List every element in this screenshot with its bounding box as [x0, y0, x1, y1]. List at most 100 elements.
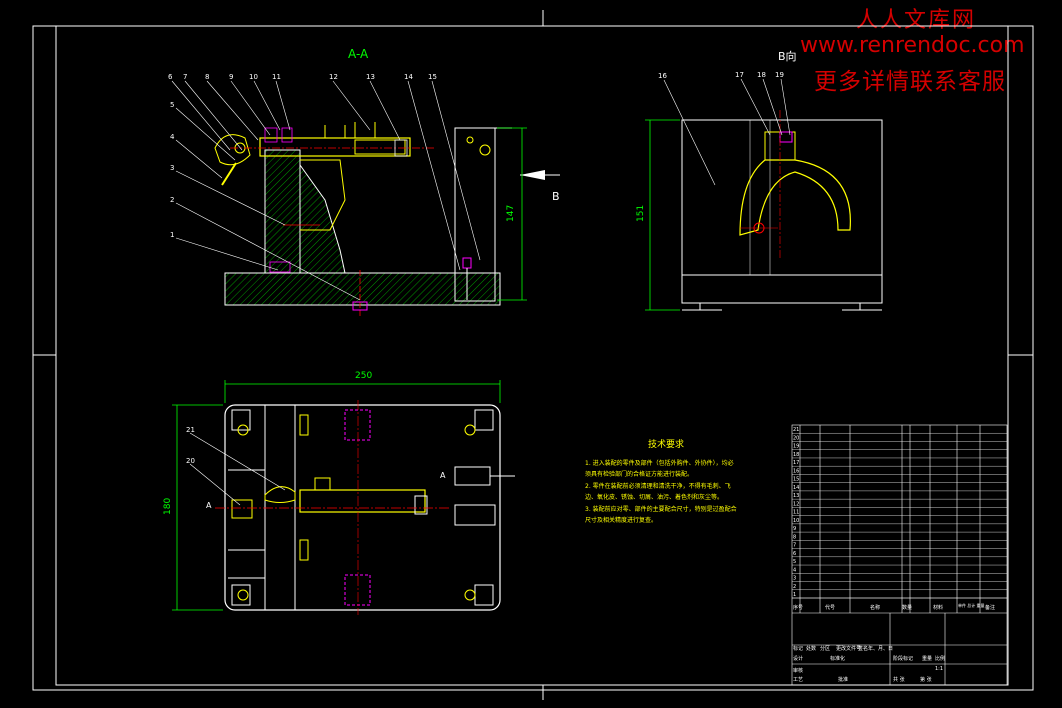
- dim-top-height-text: 147: [506, 205, 516, 222]
- balloon-1: 1: [170, 231, 174, 239]
- sheet-frame: [32, 10, 1034, 700]
- tb-approve: 批准: [838, 676, 848, 683]
- dim-right-height-text: 151: [636, 205, 646, 222]
- tb-mark: 标记: [793, 645, 803, 652]
- front-section-view: [214, 122, 560, 318]
- balloon-4: 4: [170, 133, 175, 141]
- notes-line-3: 2. 零件在装配前必须清理和清洗干净，不得有毛刺、飞: [585, 482, 731, 490]
- parts-list-header: 序号 代号 名称 数量 材料 单件 总计 重量 备注: [793, 602, 995, 611]
- notes-line-4: 边、氧化皮、锈蚀、切屑、油污、着色剂和灰尘等。: [585, 493, 723, 501]
- notes-title: 技术要求: [648, 438, 684, 450]
- balloon-12: 12: [329, 73, 338, 81]
- balloon-3: 3: [170, 164, 174, 172]
- notes-line-1: 1. 进入装配的零件及部件（包括外购件、外协件），均必: [585, 459, 734, 467]
- parts-list-row-number: 9: [793, 526, 796, 532]
- tb-sign: 签名: [858, 645, 868, 652]
- front-balloon-numbers: 6 7 8 9 10 11 12 13 14 15 5 4 3 2 1: [168, 73, 437, 239]
- dim-plan-width-text: 250: [355, 371, 372, 381]
- balloon-20: 20: [186, 457, 195, 465]
- tb-scale: 1:1: [935, 666, 943, 672]
- tb-ratio: 比例: [935, 655, 945, 662]
- side-view-label: B向: [778, 49, 797, 63]
- dim-right-height: [645, 119, 680, 311]
- parts-list-row-number: 12: [793, 501, 799, 507]
- hdr-remark: 备注: [985, 604, 995, 611]
- parts-list-row-number: 19: [793, 444, 799, 450]
- tb-standard: 标准化: [830, 655, 845, 662]
- parts-list-row-number: 4: [793, 567, 796, 573]
- balloon-9: 9: [229, 73, 233, 81]
- parts-list-row-number: 7: [793, 543, 796, 549]
- parts-list-row-number: 1: [793, 592, 796, 598]
- parts-list-row-number: 14: [793, 485, 799, 491]
- parts-list-row-number: 5: [793, 559, 796, 565]
- balloon-6: 6: [168, 73, 173, 81]
- hdr-material: 材料: [933, 604, 943, 611]
- section-label: A-A: [348, 47, 369, 61]
- balloon-15: 15: [428, 73, 437, 81]
- parts-list-rows: [792, 433, 1007, 599]
- balloon-14: 14: [404, 73, 413, 81]
- side-balloons: [663, 78, 791, 186]
- tb-date: 年、月、日: [868, 645, 893, 652]
- balloon-19: 19: [775, 71, 784, 79]
- tb-change-doc: 更改文件号: [836, 645, 861, 652]
- tb-weight: 重量: [922, 655, 932, 662]
- notes-line-5: 3. 装配前应对零、部件的主要配合尺寸，特别是过盈配合: [585, 505, 737, 513]
- balloon-16: 16: [658, 72, 667, 80]
- balloon-21: 21: [186, 426, 195, 434]
- watermark-site-name: 人人文库网: [856, 8, 977, 33]
- parts-list-row-number: 21: [793, 427, 799, 433]
- parts-list-row-number: 2: [793, 584, 796, 590]
- parts-list-row-number: 15: [793, 477, 799, 483]
- balloon-5: 5: [170, 101, 174, 109]
- balloon-8: 8: [205, 73, 209, 81]
- tb-zone: 分区: [820, 645, 830, 652]
- hdr-weight: 单件 总计 重量: [958, 602, 985, 608]
- parts-list-row-number: 20: [793, 435, 799, 441]
- parts-list-row-number: 17: [793, 460, 799, 466]
- balloon-7: 7: [183, 73, 187, 81]
- hdr-name: 名称: [870, 604, 880, 611]
- plan-view: [215, 400, 515, 615]
- parts-list-row-number: 11: [793, 510, 799, 516]
- parts-list-row-number: 8: [793, 534, 796, 540]
- dim-plan-height-text: 180: [163, 498, 173, 515]
- balloon-17: 17: [735, 71, 744, 79]
- tb-design: 设计: [793, 655, 803, 662]
- hdr-code: 代号: [825, 604, 835, 611]
- title-block-labels: 标记 处数 分区 更改文件号 签名 年、月、日 设计 标准化 阶段标记 重量 比…: [793, 645, 945, 683]
- balloon-2: 2: [170, 196, 174, 204]
- dim-plan-height: [172, 404, 223, 611]
- notes-line-2: 须具有检验部门的合格证方能进行装配。: [585, 470, 693, 478]
- cut-label-left: A: [206, 501, 212, 510]
- parts-list-row-number: 16: [793, 468, 799, 474]
- tb-sheet: 第 张: [920, 676, 932, 683]
- side-view: [681, 110, 883, 311]
- plan-balloons: [189, 432, 286, 506]
- front-balloons: [171, 80, 481, 301]
- parts-list-row-number: 10: [793, 518, 799, 524]
- watermark-url: www.renrendoc.com: [800, 33, 1025, 58]
- tb-review: 审核: [793, 667, 803, 674]
- dim-top-height: [497, 127, 527, 301]
- balloon-11: 11: [272, 73, 281, 81]
- tb-count: 处数: [806, 645, 816, 652]
- balloon-10: 10: [249, 73, 258, 81]
- plan-balloon-numbers: 21 20: [186, 426, 195, 465]
- technical-notes: 技术要求 1. 进入装配的零件及部件（包括外购件、外协件），均必 须具有检验部门…: [585, 438, 737, 524]
- view-arrow-label: B: [552, 190, 560, 203]
- hdr-qty: 数量: [902, 604, 912, 611]
- tb-stage: 阶段标记: [893, 655, 913, 662]
- parts-list-row-number: 13: [793, 493, 799, 499]
- balloon-18: 18: [757, 71, 766, 79]
- tb-sheets: 共 张: [893, 676, 905, 683]
- watermark-contact: 更多详情联系客服: [814, 69, 1006, 95]
- parts-list-row-number: 6: [793, 551, 796, 557]
- balloon-13: 13: [366, 73, 375, 81]
- hdr-no: 序号: [793, 604, 803, 611]
- tb-process: 工艺: [793, 677, 803, 683]
- side-balloon-numbers: 16 17 18 19: [658, 71, 784, 80]
